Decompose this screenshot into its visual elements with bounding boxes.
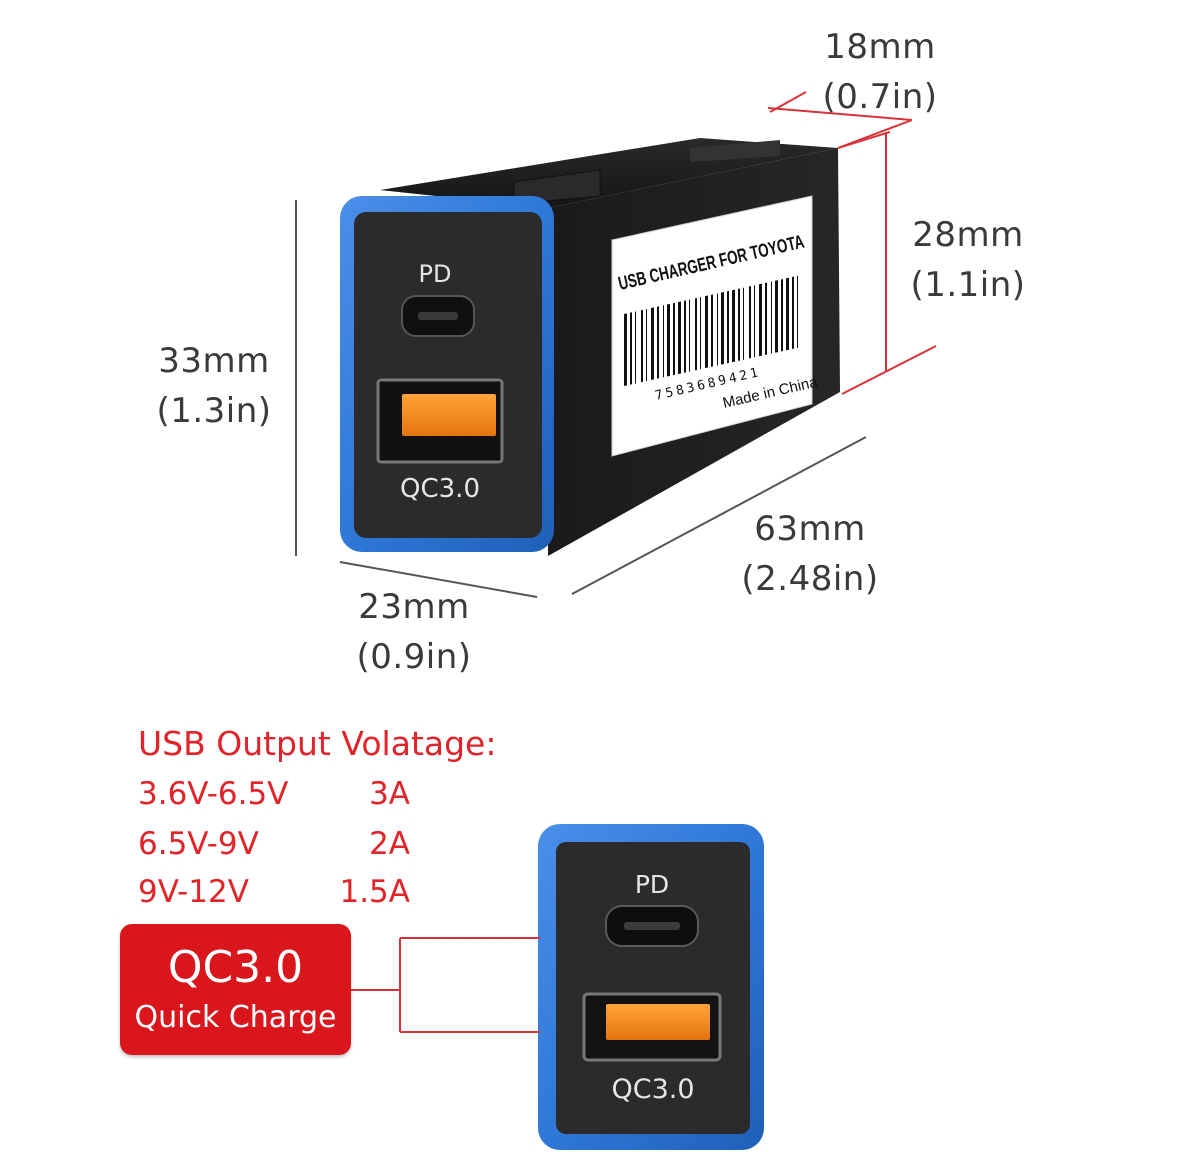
- badge-subtitle: Quick Charge: [134, 1000, 337, 1035]
- barcode-bar: [657, 306, 659, 379]
- side-dimension-label: 28mm(1.1in): [910, 215, 1026, 305]
- barcode-bar: [797, 275, 798, 348]
- barcode-bar: [771, 281, 772, 354]
- barcode-bar: [721, 292, 724, 365]
- barcode-bar: [641, 309, 643, 383]
- barcode-bar: [775, 280, 778, 353]
- barcode-bar: [684, 300, 686, 373]
- barcode-bar: [711, 294, 713, 367]
- usb-c-port: [401, 295, 475, 337]
- port-label-qc-front: QC3.0: [611, 1074, 695, 1105]
- front-width-dimension-line: [339, 561, 538, 598]
- usb-a-port-front: [582, 992, 722, 1062]
- barcode-bar: [635, 311, 636, 384]
- barcode-bar: [678, 301, 681, 375]
- spec-title: USB Output Volatage:: [138, 724, 497, 763]
- charger-front-view: [538, 824, 764, 1150]
- depth-dimension-label: 18mm(0.7in): [822, 27, 938, 117]
- side-dimension-lines: [837, 131, 937, 395]
- barcode-bar: [689, 299, 690, 372]
- barcode-bar: [743, 287, 744, 360]
- height-dimension-label: 33mm(1.3in): [156, 341, 272, 431]
- barcode-bar: [749, 286, 751, 359]
- charger-module-3d: [380, 138, 840, 556]
- barcode-bar: [738, 288, 740, 361]
- barcode-bar: [646, 308, 647, 382]
- barcode-bar: [695, 297, 697, 371]
- usb-a-port: [376, 378, 504, 464]
- barcode-bar: [759, 283, 762, 357]
- barcode-bar: [673, 302, 675, 376]
- barcode-bar: [765, 282, 767, 355]
- barcode-bar: [705, 295, 708, 369]
- barcode-bar: [663, 305, 664, 378]
- barcode-bar: [667, 303, 670, 377]
- barcode: [624, 275, 798, 386]
- charger-front-face: [340, 196, 554, 552]
- barcode-bar: [727, 290, 729, 364]
- port-label-pd-front: PD: [634, 870, 670, 899]
- barcode-bar: [700, 297, 701, 370]
- badge-title: QC3.0: [167, 942, 304, 993]
- barcode-bar: [717, 293, 718, 366]
- badge-connector-lines: [351, 937, 540, 1033]
- barcode-bar: [754, 285, 755, 358]
- barcode-bar: [792, 276, 794, 350]
- barcode-bar: [630, 312, 632, 385]
- length-dimension-label: 63mm(2.48in): [741, 509, 879, 599]
- barcode-bar: [651, 307, 654, 381]
- quick-charge-badge: QC3.0 Quick Charge: [120, 924, 351, 1055]
- barcode-bar: [786, 277, 789, 351]
- barcode-bar: [781, 279, 783, 352]
- front-width-dimension-label: 23mm(0.9in): [356, 587, 472, 677]
- barcode-bar: [624, 313, 627, 386]
- port-label-qc: QC3.0: [400, 474, 480, 504]
- usb-c-port-front: [605, 905, 699, 947]
- length-dimension-line: [571, 436, 867, 595]
- port-label-pd: PD: [418, 260, 452, 288]
- barcode-bar: [732, 289, 735, 363]
